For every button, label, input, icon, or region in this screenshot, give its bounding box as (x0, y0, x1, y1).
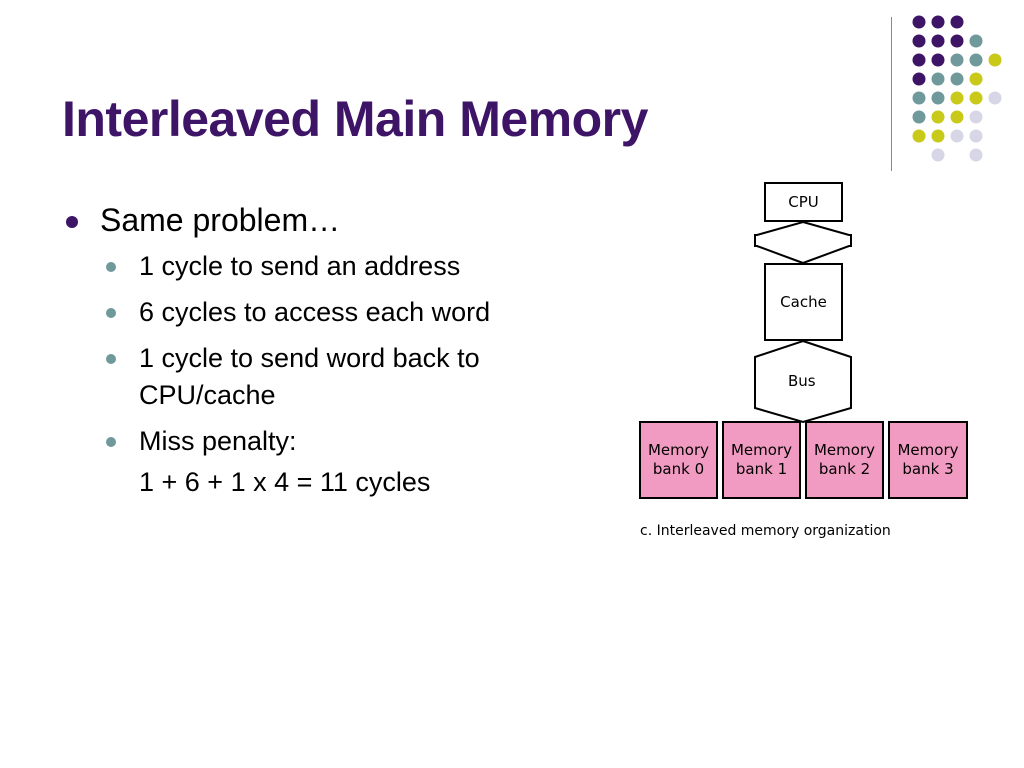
bullet-dot-icon (66, 216, 78, 228)
deco-dot (950, 91, 964, 105)
deco-dot (931, 34, 945, 48)
interleaved-memory-diagram: CPU Cache Bus Memory bank 0 Memory bank … (630, 175, 980, 555)
deco-dot (931, 129, 945, 143)
bullet-same-problem: Same problem… (62, 198, 522, 242)
memory-bank-2: Memory bank 2 (805, 421, 884, 499)
deco-dot (912, 72, 926, 86)
bank-label-line1: Memory (730, 441, 792, 459)
deco-dot (969, 110, 983, 124)
deco-dot (931, 72, 945, 86)
deco-dot (988, 91, 1002, 105)
bullet-text: Same problem… (100, 202, 341, 238)
deco-dot (912, 91, 926, 105)
deco-dot (931, 148, 945, 162)
decorative-dot-grid (912, 15, 1002, 162)
deco-dot (950, 34, 964, 48)
deco-dot (912, 129, 926, 143)
sub-bullet-text: 1 cycle to send an address (139, 251, 461, 281)
deco-dot (912, 15, 926, 29)
deco-dot (969, 72, 983, 86)
sub-bullet-access-word: 6 cycles to access each word (62, 294, 522, 331)
sub-bullet-dot-icon (106, 308, 116, 318)
bank-label-line1: Memory (813, 441, 875, 459)
deco-dot (969, 148, 983, 162)
deco-dot (969, 129, 983, 143)
bullet-list: Same problem… 1 cycle to send an address… (62, 198, 522, 501)
deco-dot (950, 53, 964, 67)
deco-dot (950, 110, 964, 124)
memory-bank-1: Memory bank 1 (722, 421, 801, 499)
bank-label-line1: Memory (897, 441, 959, 459)
sub-bullet-dot-icon (106, 262, 116, 272)
sub-bullet-dot-icon (106, 437, 116, 447)
diagram-caption: c. Interleaved memory organization (640, 523, 891, 539)
deco-dot (969, 53, 983, 67)
deco-dot (969, 34, 983, 48)
memory-bank-0: Memory bank 0 (639, 421, 718, 499)
cpu-box: CPU (764, 182, 843, 222)
deco-dot (931, 91, 945, 105)
deco-dot (950, 15, 964, 29)
deco-dot (931, 53, 945, 67)
sub-bullet-send-address: 1 cycle to send an address (62, 248, 522, 285)
bank-label-line2: bank 2 (818, 460, 871, 478)
deco-dot (950, 129, 964, 143)
miss-penalty-formula: 1 + 6 + 1 x 4 = 11 cycles (139, 467, 431, 497)
deco-dot (912, 110, 926, 124)
sub-bullet-miss-penalty: Miss penalty: (62, 423, 522, 460)
cpu-cache-arrow (754, 220, 852, 265)
cache-box: Cache (764, 263, 843, 341)
title-divider-line (891, 17, 892, 171)
deco-dot (950, 72, 964, 86)
deco-dot (988, 53, 1002, 67)
cpu-label: CPU (788, 193, 819, 211)
cache-label: Cache (780, 293, 827, 311)
sub-bullet-text: 6 cycles to access each word (139, 297, 491, 327)
bus-arrow (754, 339, 852, 424)
sub-bullet-dot-icon (106, 354, 116, 364)
slide-title: Interleaved Main Memory (62, 91, 648, 147)
deco-dot (912, 53, 926, 67)
sub-bullet-text: Miss penalty: (139, 426, 297, 456)
bank-label-line1: Memory (647, 441, 709, 459)
deco-dot (969, 91, 983, 105)
sub-bullet-send-word-back: 1 cycle to send word back to CPU/cache (62, 340, 522, 414)
bus-label: Bus (788, 372, 816, 390)
sub-bullet-text: 1 cycle to send word back to CPU/cache (139, 343, 480, 410)
deco-dot (931, 110, 945, 124)
deco-dot (912, 34, 926, 48)
bank-label-line2: bank 0 (652, 460, 705, 478)
deco-dot (931, 15, 945, 29)
bank-label-line2: bank 1 (735, 460, 788, 478)
bank-label-line2: bank 3 (902, 460, 954, 478)
memory-bank-3: Memory bank 3 (888, 421, 968, 499)
